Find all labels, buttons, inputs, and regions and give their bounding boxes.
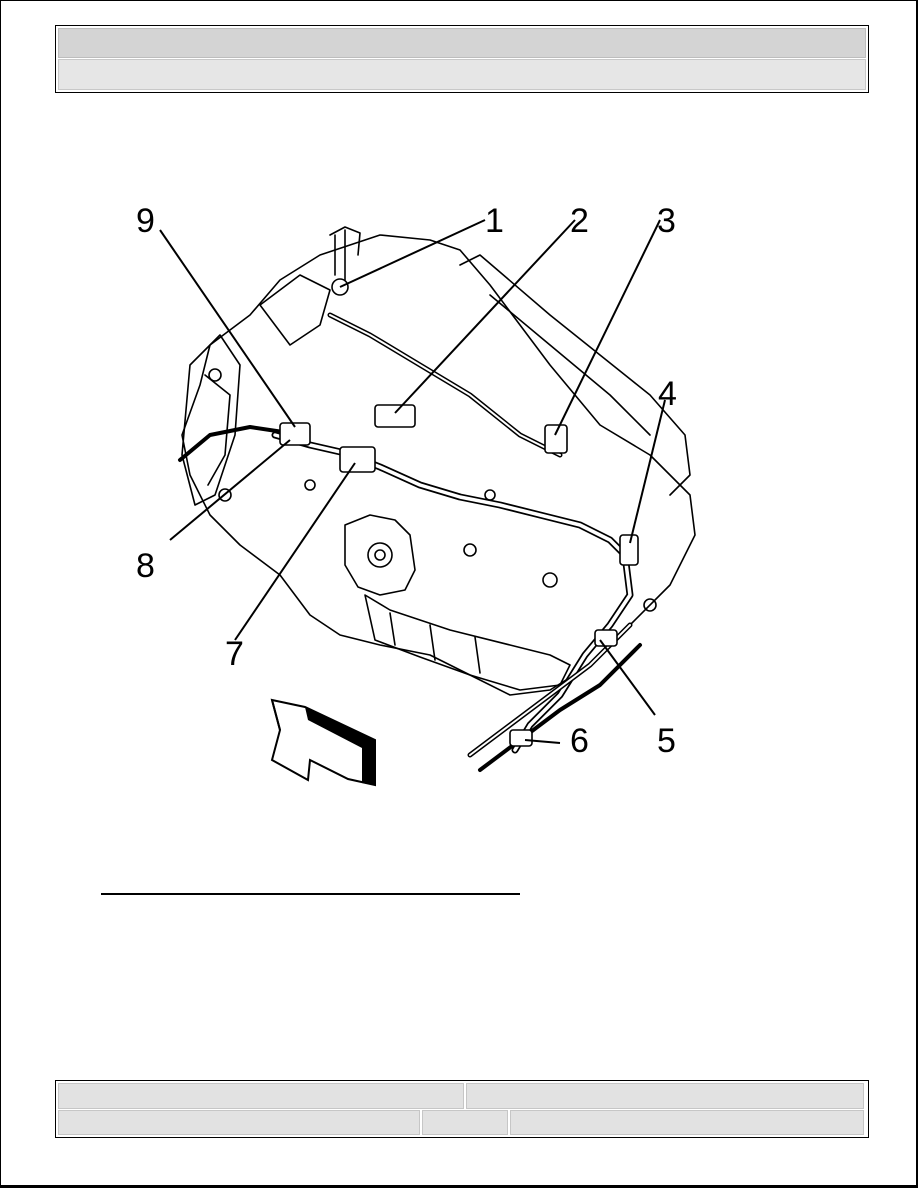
callout-9: 9: [136, 202, 155, 240]
footer-cell: [58, 1110, 420, 1135]
callout-8: 8: [136, 547, 155, 585]
callout-4: 4: [658, 375, 677, 413]
transmission-illustration: [178, 226, 696, 772]
footer-cell: [510, 1110, 864, 1135]
callout-5: 5: [657, 722, 676, 760]
header-subtitle-bar: [58, 59, 866, 90]
footer-cell: [422, 1110, 508, 1135]
leader-lines: [159, 219, 666, 744]
callout-6: 6: [570, 722, 589, 760]
header-title-bar: [58, 28, 866, 58]
transmission-diagram: 1 2 3 4 5 6 7 8 9: [136, 202, 696, 787]
footer-cell: [58, 1083, 464, 1109]
separator-line: [101, 893, 520, 895]
callout-2: 2: [570, 202, 589, 240]
callout-1: 1: [485, 202, 504, 240]
direction-arrow-icon: [270, 698, 376, 787]
callout-7: 7: [225, 635, 244, 673]
callout-3: 3: [657, 202, 676, 240]
footer-box: [55, 1080, 869, 1138]
header-box: [55, 25, 869, 93]
footer-cell: [466, 1083, 864, 1109]
